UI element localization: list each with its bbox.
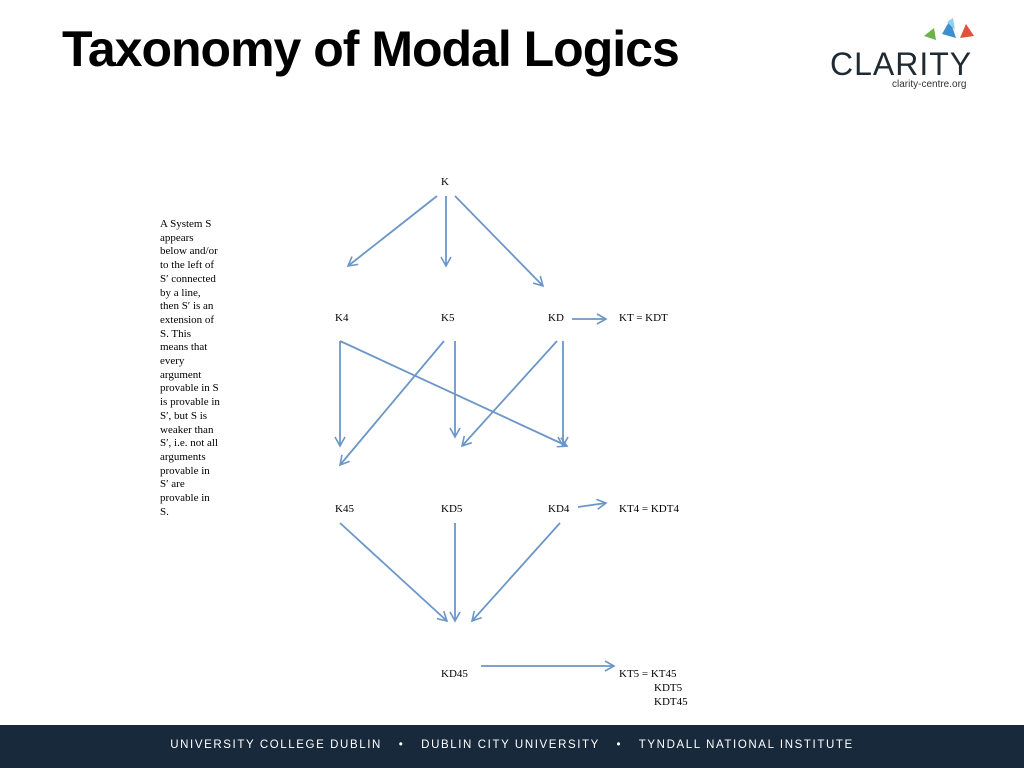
node-kd: KD [548, 312, 564, 324]
node-kd4: KD4 [548, 503, 570, 515]
clarity-logo-wordmark: CLARITY [830, 46, 973, 82]
arrow-kd4-kt4 [577, 498, 608, 510]
footer-separator: • [398, 739, 405, 751]
node-k5: K5 [441, 312, 455, 324]
clarity-logo-mark-icon [924, 18, 974, 40]
node-k: K [441, 176, 449, 188]
node-kdt45: KDT45 [654, 696, 688, 708]
arrow-k5-k45 [338, 340, 445, 467]
node-kdt5: KDT5 [654, 682, 683, 694]
arrow-kd-kd5 [460, 340, 558, 448]
node-k4: K4 [335, 312, 349, 324]
node-kt5: KT5 = KT45 [619, 668, 677, 680]
node-kd5: KD5 [441, 503, 463, 515]
footer-item-ucd: UNIVERSITY COLLEGE DUBLIN [170, 739, 382, 751]
page-title: Taxonomy of Modal Logics [62, 21, 680, 77]
node-kd45: KD45 [441, 668, 468, 680]
footer-bar [0, 725, 1024, 768]
footer-separator: • [616, 739, 623, 751]
node-kt: KT = KDT [619, 312, 668, 324]
footer-institutions: UNIVERSITY COLLEGE DUBLIN • DUBLIN CITY … [0, 739, 1024, 751]
clarity-logo-url: clarity-centre.org [892, 79, 967, 90]
footer-item-tyndall: TYNDALL NATIONAL INSTITUTE [638, 739, 854, 751]
arrow-k-kd [454, 195, 545, 288]
clarity-logo: CLARITY clarity-centre.org [830, 16, 980, 96]
arrow-k4-kd4 [339, 340, 569, 448]
diagram-note: A System S appears below and/or to the l… [160, 218, 220, 518]
diagram-panel [145, 160, 717, 733]
arrow-kd4-kd45 [470, 522, 561, 623]
node-kt4: KT4 = KDT4 [619, 503, 679, 515]
arrow-k45-kd45 [339, 522, 449, 623]
footer-item-dcu: DUBLIN CITY UNIVERSITY [421, 739, 600, 751]
node-k45: K45 [335, 503, 354, 515]
arrow-k-k4 [346, 195, 438, 268]
